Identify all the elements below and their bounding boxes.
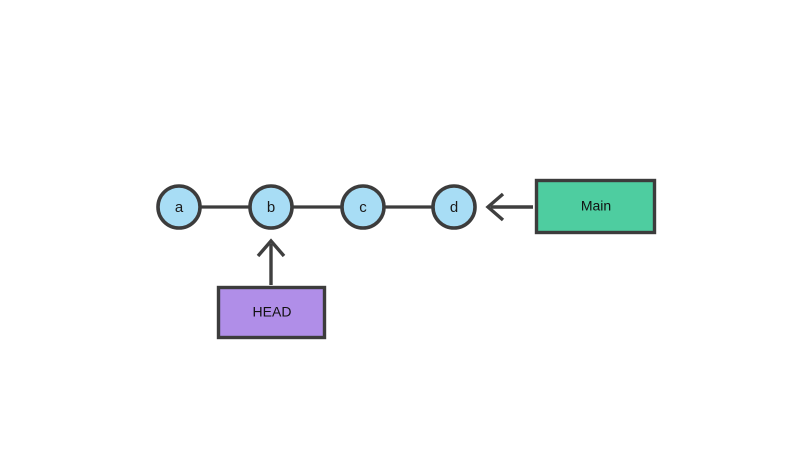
commit-node-d[interactable]: d [431, 184, 477, 230]
branch-ref-main-label: Main [581, 198, 611, 214]
head-ref-label: HEAD [253, 304, 292, 320]
commit-label-d: d [450, 199, 458, 216]
commit-node-c[interactable]: c [340, 184, 386, 230]
commit-label-c: c [359, 199, 367, 216]
head-pointer-arrow-icon [256, 238, 286, 285]
commit-circle-d[interactable] [431, 184, 477, 230]
head-arrow-head [256, 238, 286, 258]
head-ref-box[interactable] [216, 285, 327, 340]
commit-node-b[interactable]: b [248, 184, 294, 230]
commit-label-b: b [267, 199, 275, 216]
main-pointer-arrow-icon [485, 192, 533, 222]
commit-node-a[interactable]: a [156, 184, 202, 230]
branch-ref-main-box[interactable] [534, 178, 657, 235]
commit-circle-a[interactable] [156, 184, 202, 230]
commit-label-a: a [175, 199, 184, 216]
branch-ref-main[interactable]: Main [534, 178, 657, 235]
commit-circle-b[interactable] [248, 184, 294, 230]
head-ref[interactable]: HEAD [216, 285, 327, 340]
commit-circle-c[interactable] [340, 184, 386, 230]
main-arrow-head [485, 192, 505, 222]
